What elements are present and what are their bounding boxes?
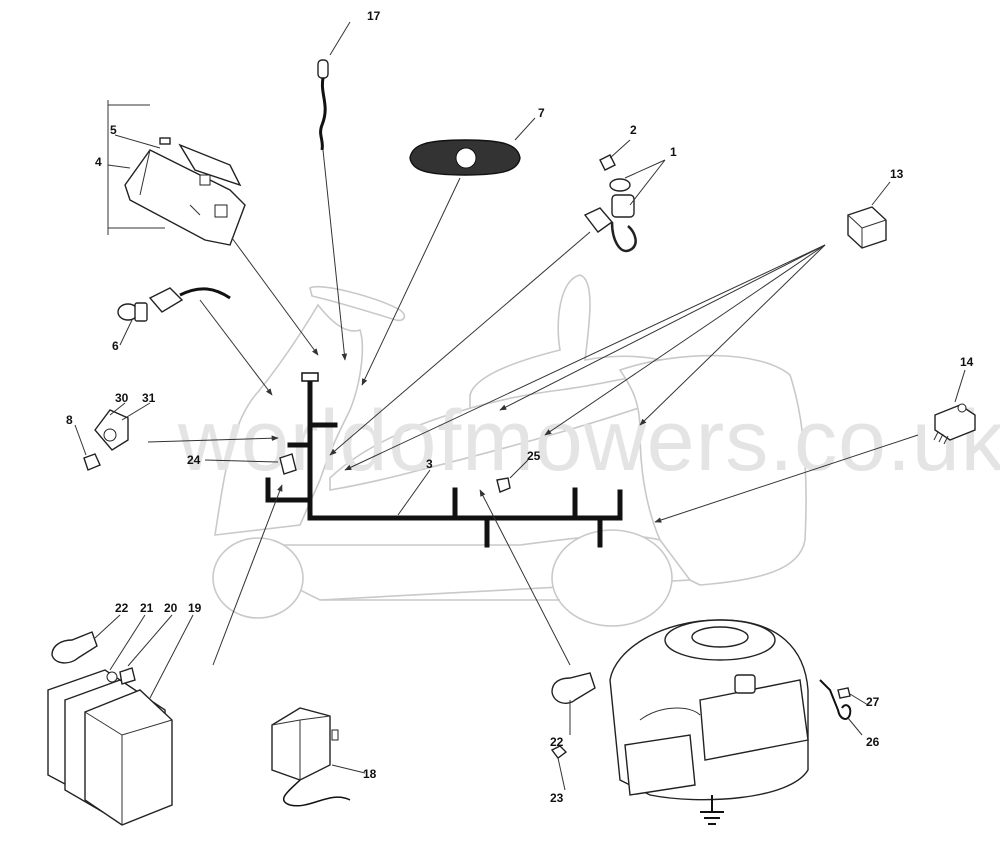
part-22-terminal-cover-left — [51, 631, 98, 664]
part-26-spring — [819, 679, 852, 720]
part-23-nut — [550, 745, 568, 759]
part-1-ignition-switch — [583, 154, 637, 253]
leader-lines — [74, 21, 966, 791]
part-number-labels: 17 7 2 1 13 14 5 4 6 30 31 8 24 3 25 22 … — [66, 9, 974, 805]
part-4-5-bracket — [107, 100, 165, 235]
part-20-21-terminals — [106, 667, 136, 685]
part-6-bulb — [117, 287, 231, 322]
part-19-battery — [47, 669, 173, 826]
label-18: 18 — [363, 767, 377, 781]
part-22-terminal-cover-right — [551, 672, 596, 704]
label-17: 17 — [367, 9, 381, 23]
label-26: 26 — [866, 735, 880, 749]
label-24: 24 — [187, 453, 201, 467]
wiring-harness — [265, 372, 623, 548]
label-7: 7 — [538, 106, 545, 120]
label-31: 31 — [142, 391, 156, 405]
part-8-connector — [83, 453, 101, 471]
label-21: 21 — [140, 601, 154, 615]
mower-outline — [212, 274, 807, 627]
engine — [609, 619, 809, 825]
label-22-left: 22 — [115, 601, 129, 615]
part-30-31-switch — [94, 409, 129, 451]
label-27: 27 — [866, 695, 880, 709]
label-8: 8 — [66, 413, 73, 427]
label-25: 25 — [527, 449, 541, 463]
label-2: 2 — [630, 123, 637, 137]
part-7-panel — [409, 139, 521, 176]
part-14-relay — [933, 403, 976, 445]
label-6: 6 — [112, 339, 119, 353]
label-1: 1 — [670, 145, 677, 159]
label-22-right: 22 — [550, 735, 564, 749]
label-3: 3 — [426, 457, 433, 471]
label-30: 30 — [115, 391, 129, 405]
label-14: 14 — [960, 355, 974, 369]
label-5: 5 — [110, 123, 117, 137]
part-17-sensor — [317, 59, 329, 151]
label-19: 19 — [188, 601, 202, 615]
part-13-switch — [847, 206, 887, 249]
label-20: 20 — [164, 601, 178, 615]
watermark-text: worldofmowers.co.uk — [177, 393, 1000, 489]
part-25-clip — [496, 477, 511, 493]
part-4-control-module — [124, 137, 246, 246]
label-23: 23 — [550, 791, 564, 805]
part-24-clip — [279, 453, 297, 475]
part-18-charger — [271, 707, 351, 807]
label-4: 4 — [95, 155, 102, 169]
label-13: 13 — [890, 167, 904, 181]
part-27-screw — [837, 687, 851, 699]
